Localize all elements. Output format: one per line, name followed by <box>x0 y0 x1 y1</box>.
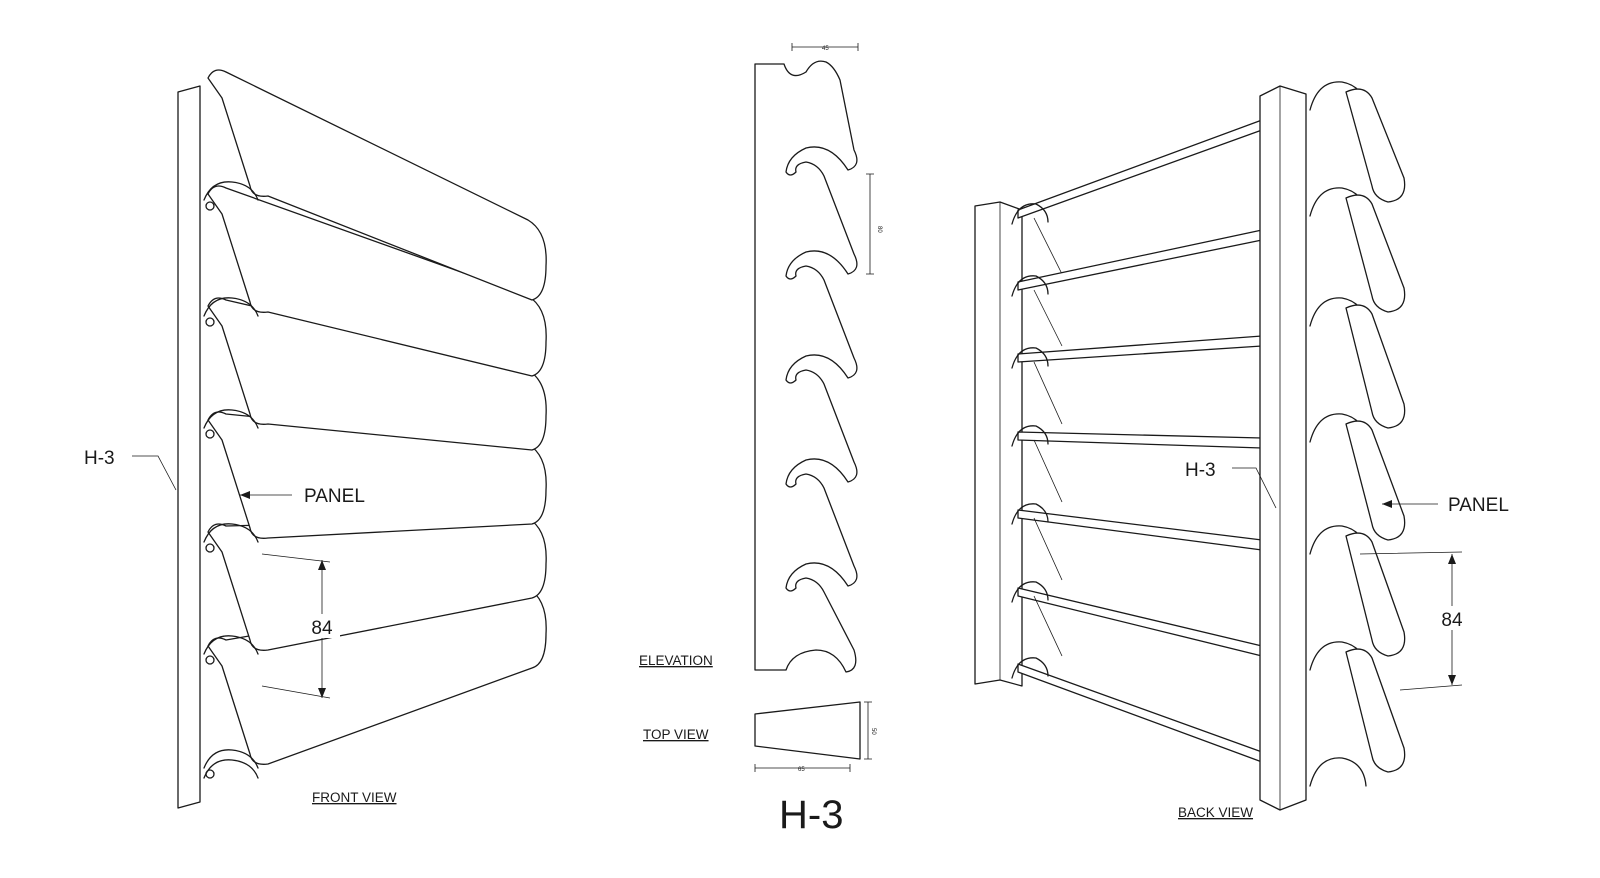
back-view-caption: BACK VIEW <box>1178 805 1253 820</box>
back-dim-mask <box>1434 606 1470 630</box>
front-panel-label: PANEL <box>304 486 365 507</box>
elev-pitch-dim-line <box>866 173 874 275</box>
back-left-hook <box>1011 581 1049 603</box>
top-view-caption: TOP VIEW <box>643 727 709 742</box>
back-rail <box>1017 119 1263 219</box>
back-panel-arrow <box>1382 500 1392 508</box>
back-panel-lip <box>1345 88 1406 203</box>
back-left-post <box>974 201 1023 687</box>
back-rail <box>1017 335 1263 363</box>
front-slat-hook <box>203 409 259 429</box>
top-view-width-value: 65 <box>798 767 805 773</box>
front-slat-hook <box>203 635 259 655</box>
back-panel-label: PANEL <box>1448 495 1509 516</box>
front-view: H-3 PANEL 84 FRONT VIEW <box>84 69 547 809</box>
back-rails <box>1011 119 1263 763</box>
back-rail <box>1017 663 1263 763</box>
back-left-hook <box>1011 503 1049 525</box>
front-slat <box>207 185 547 377</box>
elevation-caption: ELEVATION <box>639 653 713 668</box>
top-view-outline <box>754 701 861 760</box>
back-right-post <box>1259 85 1307 811</box>
front-slat-pin <box>205 317 215 327</box>
back-panel-lip <box>1345 532 1406 657</box>
front-dim-mask <box>304 614 340 638</box>
front-slats <box>203 69 547 779</box>
back-dim-value: 84 <box>1441 610 1463 631</box>
front-slat-hook <box>203 749 259 769</box>
elev-pitch-dim-value: 80 <box>876 226 882 233</box>
back-bracket-label: H-3 <box>1185 460 1216 481</box>
back-right-hook <box>1309 757 1367 787</box>
front-slat-hook <box>203 181 259 201</box>
bracket-detail: 45 80 ELEVATION 50 65 TOP VIEW H-3 <box>639 43 882 837</box>
top-view-depth-value: 50 <box>870 728 876 735</box>
elevation-outline <box>754 60 858 673</box>
part-title: H-3 <box>779 793 843 837</box>
back-left-hook <box>1011 347 1049 369</box>
front-slat-pin <box>205 655 215 665</box>
front-bracket-leader <box>132 455 177 491</box>
back-left-hook <box>1011 425 1049 447</box>
back-panel-edge <box>1033 439 1063 503</box>
back-rail <box>1017 509 1263 551</box>
back-bracket-leader <box>1232 467 1277 509</box>
back-panel-edge <box>1033 595 1063 657</box>
back-panel-edge <box>1033 361 1063 425</box>
elevation-profile <box>754 60 858 673</box>
back-panel-edge <box>1033 289 1063 347</box>
back-panel-lip <box>1345 194 1406 313</box>
back-left-hook <box>1011 657 1049 679</box>
front-bracket-label: H-3 <box>84 448 115 469</box>
back-left-hook <box>1011 203 1049 225</box>
front-bracket-post <box>177 85 201 809</box>
front-dim-value: 84 <box>311 618 333 639</box>
front-slat-pin <box>205 429 215 439</box>
back-view: H-3 PANEL 84 BACK VIEW <box>974 81 1509 820</box>
top-view-depth-dim <box>864 701 872 760</box>
elev-top-dim-value: 45 <box>822 46 829 52</box>
front-slat-pin <box>205 543 215 553</box>
front-view-caption: FRONT VIEW <box>312 790 397 805</box>
front-slat-hook <box>203 759 259 779</box>
front-slat-pin <box>205 201 215 211</box>
back-panel-lip <box>1345 420 1406 541</box>
top-view-width-dim <box>754 764 851 772</box>
back-panel-lip <box>1345 304 1406 429</box>
front-panel-arrow <box>240 491 250 499</box>
front-slat <box>207 69 547 301</box>
back-panel-edge <box>1033 517 1063 581</box>
back-rail <box>1017 431 1263 449</box>
back-panel-lip <box>1345 648 1406 773</box>
back-left-hook <box>1011 275 1049 297</box>
front-slat-hook <box>203 523 259 543</box>
elev-top-dim-line <box>791 43 859 51</box>
back-rail <box>1017 587 1263 657</box>
front-slat-hook <box>203 297 259 317</box>
back-panel-edge <box>1033 217 1063 275</box>
back-hooks <box>1309 81 1406 787</box>
